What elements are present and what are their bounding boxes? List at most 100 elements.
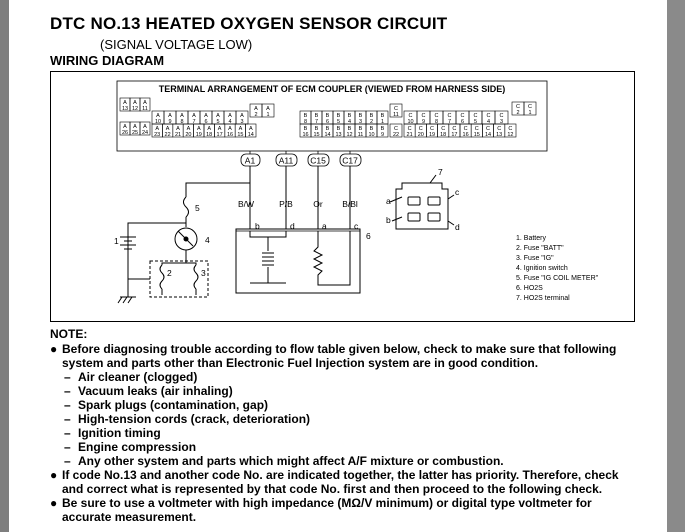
- terminal-c15: C15: [310, 156, 326, 166]
- wire-color-bw: B/W: [238, 199, 254, 209]
- cell-number: 18: [440, 132, 446, 138]
- cell-number: 2: [516, 110, 519, 116]
- cell-number: 6: [326, 119, 329, 125]
- cell-number: 6: [204, 119, 207, 125]
- cell-letter: C: [487, 113, 491, 119]
- cell-number: 1: [528, 110, 531, 116]
- cell-letter: B: [359, 126, 363, 132]
- note-voltmeter-text: Be sure to use a voltmeter with high imp…: [62, 496, 592, 524]
- cell-number: 15: [313, 132, 319, 138]
- battery: [117, 222, 186, 304]
- fuse-box: [149, 260, 209, 298]
- cell-letter: A: [197, 126, 201, 132]
- cell-letter: C: [409, 113, 413, 119]
- cell-number: 3: [359, 119, 362, 125]
- cell-letter: A: [176, 126, 180, 132]
- notes-heading: NOTE:: [50, 327, 88, 341]
- cell-number: 5: [216, 119, 219, 125]
- wire-color-pb: P/B: [279, 199, 293, 209]
- cell-number: 14: [485, 132, 491, 138]
- right-edge-bar: [667, 0, 685, 532]
- terminal-a11: A11: [279, 156, 294, 166]
- cell-letter: C: [435, 113, 439, 119]
- legend: 1. Battery 2. Fuse "BATT" 3. Fuse "IG" 4…: [516, 235, 599, 302]
- cell-letter: B: [315, 113, 319, 119]
- cell-letter: A: [156, 113, 160, 119]
- cell-letter: B: [304, 113, 308, 119]
- check-item-text: Any other system and parts which might a…: [78, 454, 504, 468]
- cell-letter: A: [155, 126, 159, 132]
- cell-letter: C: [441, 126, 445, 132]
- ignition-switch: [174, 227, 198, 261]
- cell-letter: B: [348, 126, 352, 132]
- cell-number: 8: [435, 119, 438, 125]
- cell-number: 12: [132, 106, 138, 112]
- cell-number: 6: [461, 119, 464, 125]
- cell-number: 18: [206, 132, 212, 138]
- cell-number: 16: [227, 132, 233, 138]
- coupler-cells: A13A12A11A26A25A24A10A9A8A7A6A5A4A3A23A2…: [119, 97, 537, 138]
- cell-letter: A: [123, 100, 127, 106]
- cell-number: 19: [196, 132, 202, 138]
- cell-number: 11: [142, 106, 148, 112]
- label-num-1: 1: [114, 236, 119, 246]
- cell-letter: C: [475, 126, 479, 132]
- ho2s-box: [235, 228, 361, 294]
- cell-number: 20: [185, 132, 191, 138]
- cell-number: 16: [463, 132, 469, 138]
- cell-letter: C: [528, 104, 532, 110]
- dash-mark: –: [64, 384, 71, 398]
- cell-letter: A: [192, 113, 196, 119]
- check-item-text: Ignition timing: [78, 426, 161, 440]
- conn-letter-c: c: [455, 187, 460, 197]
- cell-number: 3: [500, 119, 503, 125]
- cell-number: 12: [346, 132, 352, 138]
- check-item-text: High-tension cords (crack, deterioration…: [78, 412, 311, 426]
- bullet-mark: ●: [50, 496, 58, 510]
- cell-letter: C: [497, 126, 501, 132]
- cell-number: 22: [165, 132, 171, 138]
- cell-letter: C: [461, 113, 465, 119]
- terminal-labels: A1 A11 C15 C17: [240, 153, 362, 167]
- cell-letter: A: [143, 100, 147, 106]
- pin-letter-a: a: [322, 221, 327, 231]
- bullet-mark: ●: [50, 468, 58, 482]
- cell-letter: A: [266, 106, 270, 112]
- coupler-cell: [504, 123, 517, 138]
- cell-number: 19: [429, 132, 435, 138]
- bullet-mark: ●: [50, 342, 58, 356]
- check-item: –Vacuum leaks (air inhaling): [50, 384, 640, 398]
- legend-item-3: 3. Fuse "IG": [516, 255, 554, 262]
- cell-letter: C: [474, 113, 478, 119]
- cell-letter: A: [240, 113, 244, 119]
- legend-item-7: 7. HO2S terminal: [516, 295, 570, 302]
- cell-number: 5: [337, 119, 340, 125]
- cell-letter: B: [337, 126, 341, 132]
- cell-number: 9: [168, 119, 171, 125]
- cell-number: 17: [217, 132, 223, 138]
- legend-item-5: 5. Fuse "IG COIL METER": [516, 275, 599, 282]
- cell-number: 20: [418, 132, 424, 138]
- cell-number: 11: [358, 132, 364, 138]
- cell-letter: C: [394, 106, 398, 112]
- cell-number: 12: [507, 132, 513, 138]
- cell-letter: C: [464, 126, 468, 132]
- cell-number: 4: [487, 119, 490, 125]
- cell-number: 24: [142, 130, 148, 136]
- cell-number: 15: [237, 132, 243, 138]
- cell-letter: C: [452, 126, 456, 132]
- note-priority: ● If code No.13 and another code No. are…: [50, 468, 640, 496]
- coupler-cell: [389, 103, 403, 118]
- cell-letter: A: [143, 124, 147, 130]
- cell-letter: A: [218, 126, 222, 132]
- cell-number: 9: [422, 119, 425, 125]
- cell-number: 25: [132, 130, 138, 136]
- cell-letter: C: [448, 113, 452, 119]
- cell-number: 10: [368, 132, 374, 138]
- note-voltmeter: ● Be sure to use a voltmeter with high i…: [50, 496, 640, 524]
- check-list: –Air cleaner (clogged)–Vacuum leaks (air…: [50, 370, 640, 468]
- dash-mark: –: [64, 412, 71, 426]
- cell-letter: B: [359, 113, 363, 119]
- wiring-diagram: TERMINAL ARRANGEMENT OF ECM COUPLER (VIE…: [50, 71, 635, 322]
- legend-item-6: 6. HO2S: [516, 285, 543, 292]
